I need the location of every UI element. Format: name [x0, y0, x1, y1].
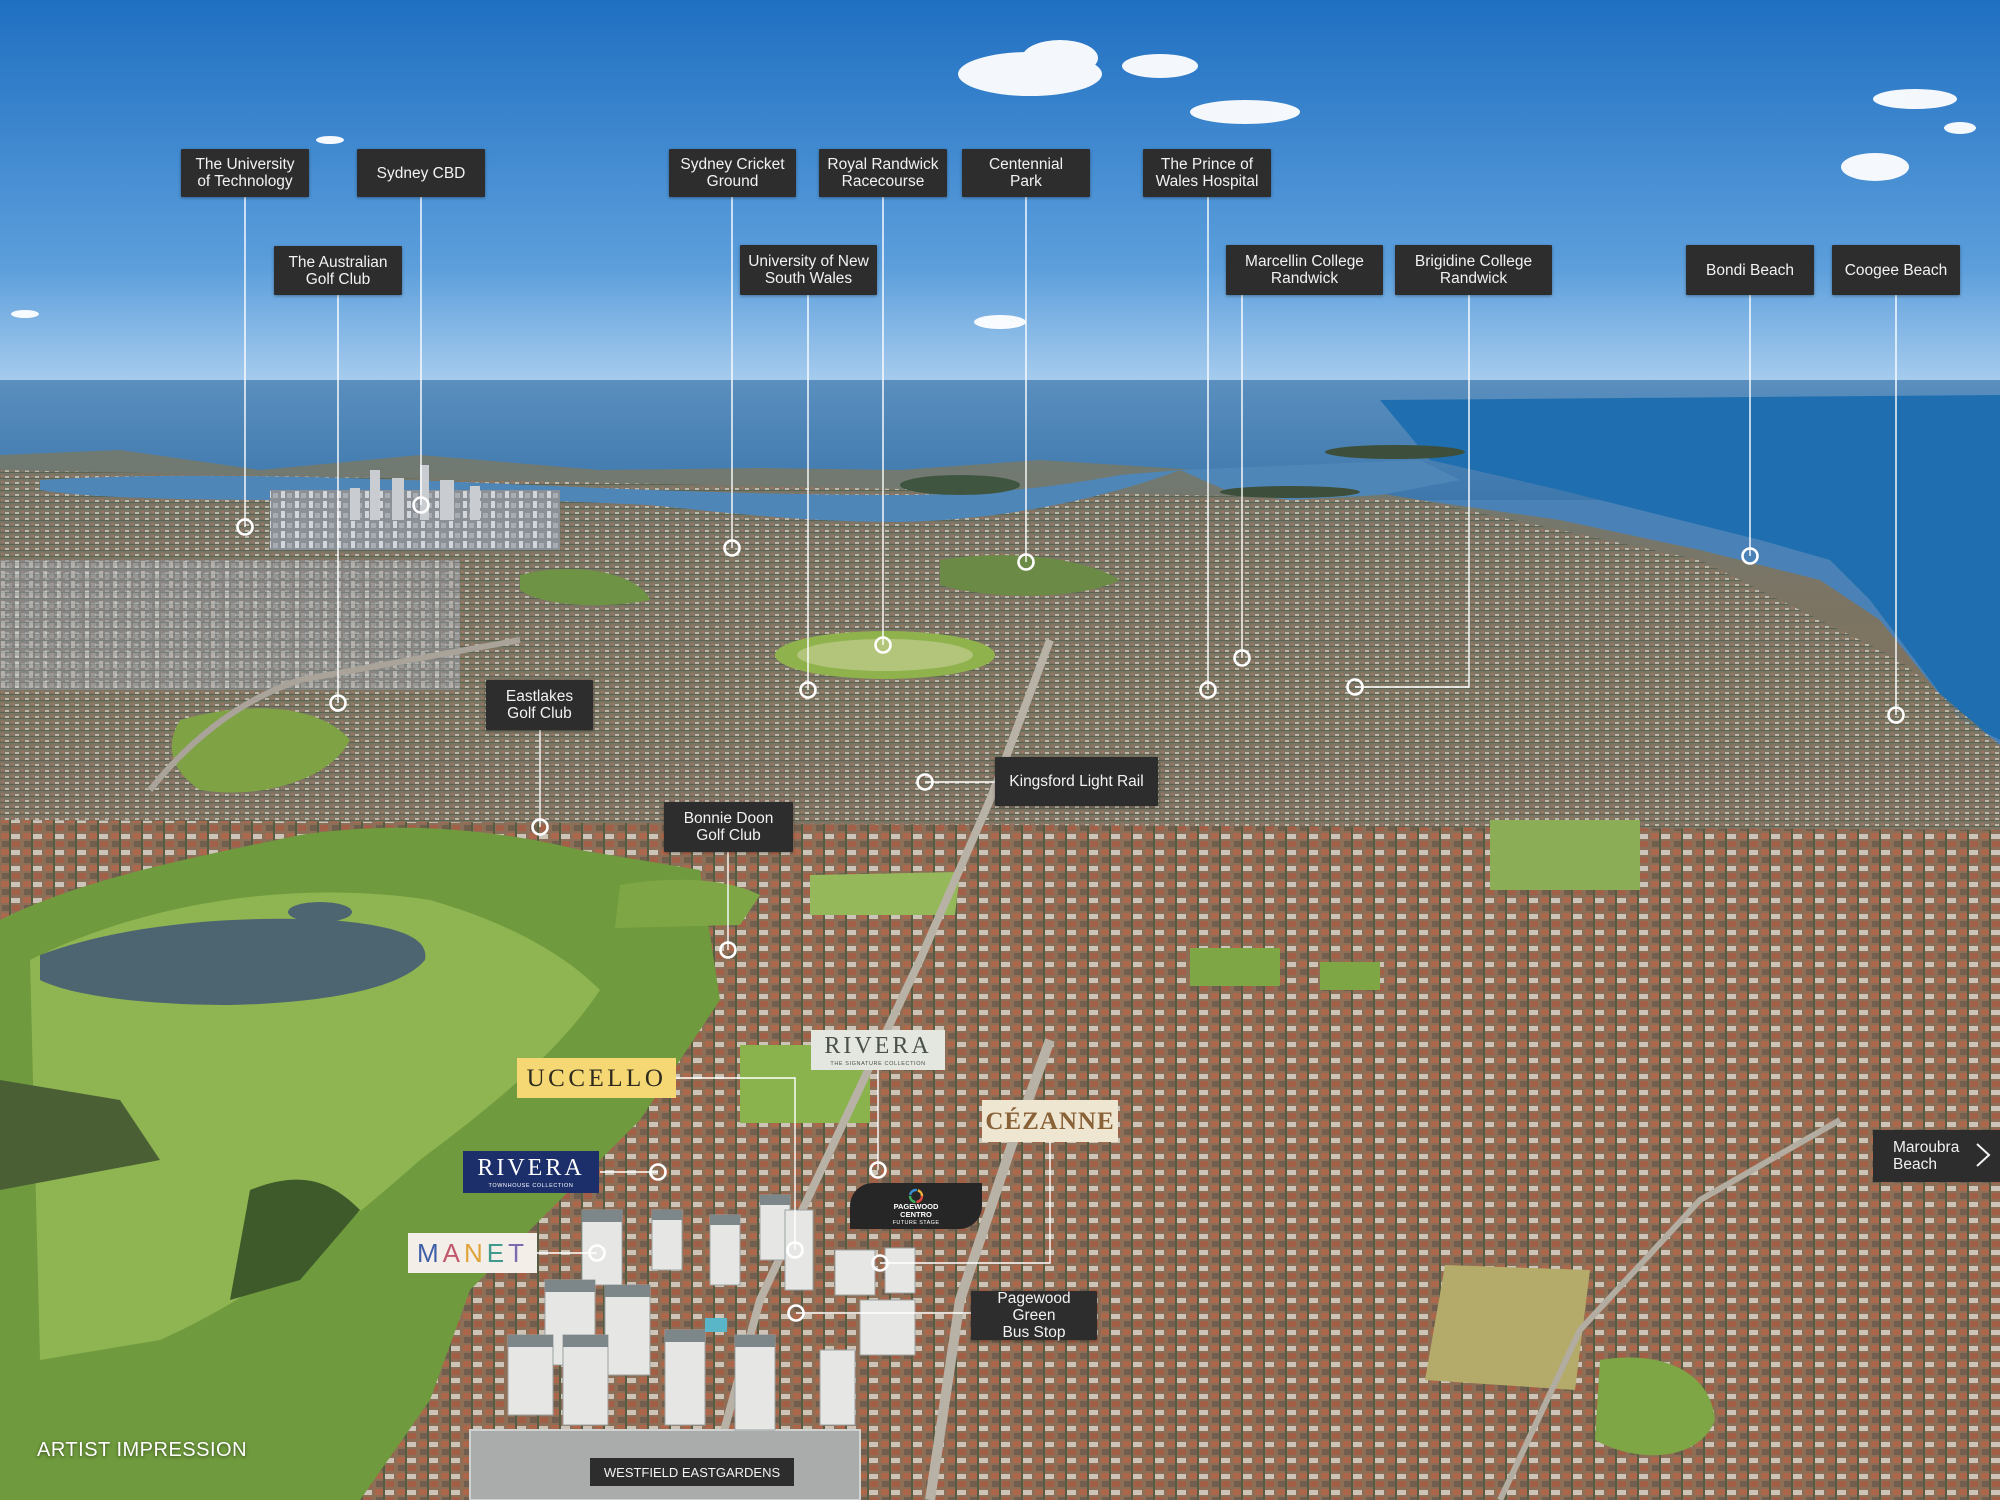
- marker-marcellin: [1233, 649, 1251, 667]
- label-sydney-cricket-ground: Sydney Cricket Ground: [669, 149, 796, 197]
- marker-randwick-racecourse: [874, 636, 892, 654]
- brand-rivera-signature: RIVERA THE SIGNATURE COLLECTION: [811, 1030, 945, 1070]
- label-coogee-beach: Coogee Beach: [1832, 245, 1960, 295]
- marker-prince-of-wales: [1199, 681, 1217, 699]
- label-australian-golf-club: The Australian Golf Club: [274, 246, 402, 295]
- manet-letter: N: [464, 1238, 487, 1268]
- marker-uccello: [786, 1241, 804, 1259]
- label-pagewood-green-bus-stop: Pagewood Green Bus Stop: [971, 1290, 1097, 1341]
- pagewood-future-stage: FUTURE STAGE: [892, 1220, 940, 1226]
- marker-coogee: [1887, 706, 1905, 724]
- label-bondi-beach: Bondi Beach: [1686, 245, 1814, 295]
- leader-lines: [244, 197, 1897, 1314]
- label-kingsford-light-rail: Kingsford Light Rail: [995, 757, 1158, 806]
- rivera-signature-logo-text: RIVERA: [824, 1032, 932, 1059]
- chevron-right-icon: [1974, 1142, 1992, 1172]
- leader-cezanne: [880, 1140, 1051, 1264]
- manet-letter: A: [442, 1238, 464, 1268]
- label-prince-of-wales-hospital: The Prince of Wales Hospital: [1143, 149, 1271, 197]
- manet-logo-text: MANET: [417, 1240, 528, 1266]
- leader-uccello: [676, 1077, 796, 1250]
- artist-impression-caption: ARTIST IMPRESSION: [37, 1439, 248, 1461]
- manet-letter: T: [508, 1238, 529, 1268]
- label-uts: The University of Technology: [181, 149, 309, 197]
- manet-letter: E: [486, 1238, 509, 1268]
- marker-kingsford: [916, 773, 934, 791]
- marker-pagewood-bus: [787, 1304, 805, 1322]
- rivera-townhouse-subtitle: TOWNHOUSE COLLECTION: [488, 1182, 574, 1189]
- marker-bonnie-doon: [719, 941, 737, 959]
- marker-manet: [588, 1244, 606, 1262]
- marker-eastlakes: [531, 818, 549, 836]
- brand-pagewood-centro: PAGEWOOD CENTRO FUTURE STAGE: [850, 1183, 982, 1229]
- marker-cezanne: [871, 1254, 889, 1272]
- marker-centennial-park: [1017, 553, 1035, 571]
- brand-cezanne: CÉZANNE: [982, 1100, 1118, 1142]
- rivera-signature-subtitle: THE SIGNATURE COLLECTION: [830, 1060, 926, 1067]
- label-bonnie-doon-golf-club: Bonnie Doon Golf Club: [664, 802, 793, 852]
- label-unsw: University of New South Wales: [740, 245, 877, 295]
- label-sydney-cbd: Sydney CBD: [357, 149, 485, 197]
- uccello-logo-text: UCCELLO: [526, 1064, 667, 1092]
- maroubra-beach-label: Maroubra Beach: [1893, 1139, 1960, 1173]
- label-maroubra-beach[interactable]: Maroubra Beach: [1873, 1130, 2000, 1182]
- label-centennial-park: Centennial Park: [962, 149, 1090, 197]
- label-eastlakes-golf-club: Eastlakes Golf Club: [486, 680, 593, 730]
- marker-australian-golf: [329, 694, 347, 712]
- marker-sydney-cbd: [412, 496, 430, 514]
- brand-uccello: UCCELLO: [517, 1058, 676, 1098]
- label-marcellin-college: Marcellin College Randwick: [1226, 245, 1383, 295]
- brand-manet: MANET: [408, 1233, 537, 1273]
- marker-scg: [723, 539, 741, 557]
- label-westfield-eastgardens: WESTFIELD EASTGARDENS: [590, 1458, 794, 1486]
- location-markers: [236, 496, 1905, 1322]
- pagewood-ring-logo-icon: [908, 1188, 924, 1209]
- marker-rivera-townhouse: [649, 1163, 667, 1181]
- label-brigidine-college: Brigidine College Randwick: [1395, 245, 1552, 295]
- marker-uts: [236, 518, 254, 536]
- leader-brigidine: [1355, 295, 1470, 688]
- pagewood-centro-name: PAGEWOOD CENTRO: [893, 1202, 939, 1219]
- marker-brigidine: [1346, 678, 1364, 696]
- manet-letter: M: [416, 1238, 443, 1268]
- marker-unsw: [799, 681, 817, 699]
- brand-rivera-townhouse: RIVERA TOWNHOUSE COLLECTION: [463, 1151, 599, 1193]
- rivera-townhouse-logo-text: RIVERA: [477, 1154, 585, 1181]
- marker-rivera-signature: [869, 1161, 887, 1179]
- marker-bondi: [1741, 547, 1759, 565]
- cezanne-logo-text: CÉZANNE: [985, 1107, 1115, 1135]
- label-royal-randwick-racecourse: Royal Randwick Racecourse: [819, 149, 947, 197]
